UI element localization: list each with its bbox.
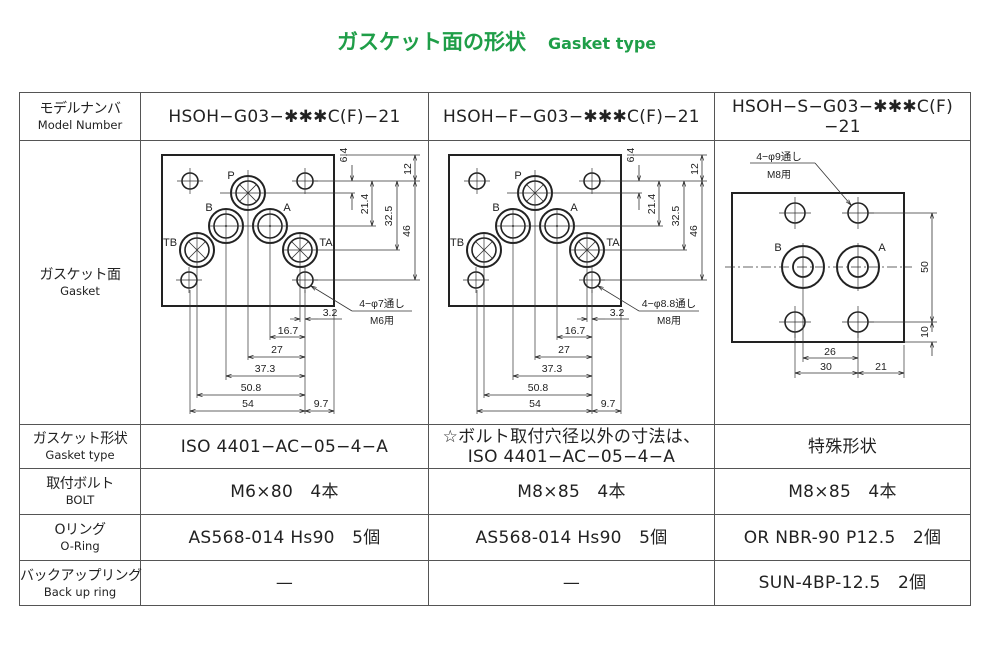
- backup-cell: —: [140, 560, 429, 606]
- gasket-drawing-cell: [714, 140, 971, 425]
- oring-cell: AS568-014 Hs90 5個: [428, 514, 715, 561]
- gasket-type-text: ISO 4401−AC−05−4−A: [467, 446, 676, 467]
- label-jp: バックアップリング: [20, 567, 142, 584]
- bolt-cell: M6×80 4本: [140, 468, 429, 515]
- label-jp: ガスケット面: [39, 267, 122, 283]
- backup-cell: —: [428, 560, 715, 606]
- label-en: Model Number: [37, 118, 123, 132]
- oring-cell: AS568-014 Hs90 5個: [140, 514, 429, 561]
- title-jp: ガスケット面の形状: [337, 30, 526, 54]
- oring-cell: OR NBR-90 P12.5 2個: [714, 514, 971, 561]
- label-en: Gasket: [60, 284, 100, 298]
- label-jp: Oリング: [54, 522, 106, 538]
- label-en: O-Ring: [60, 539, 100, 553]
- gasket-type-text: ISO 4401−AC−05−4−A: [180, 436, 389, 457]
- gasket-type-cell: ☆ボルト取付穴径以外の寸法は、ISO 4401−AC−05−4−A: [428, 424, 715, 469]
- model-cell: HSOH−F−G03−✱✱✱C(F)−21: [428, 92, 715, 141]
- gasket-type-cell: ISO 4401−AC−05−4−A: [140, 424, 429, 469]
- title-en: Gasket type: [548, 34, 657, 53]
- page-title: ガスケット面の形状 Gasket type: [337, 26, 656, 56]
- label-jp: ガスケット形状: [32, 431, 128, 447]
- label-en: BOLT: [65, 493, 95, 507]
- label-en: Gasket type: [45, 448, 115, 462]
- label-jp: 取付ボルト: [46, 476, 114, 492]
- backup-cell: SUN-4BP-12.5 2個: [714, 560, 971, 606]
- gasket-drawing-cell: [428, 140, 715, 425]
- model-cell: HSOH−S−G03−✱✱✱C(F)−21: [714, 92, 971, 141]
- label-jp: モデルナンバ: [39, 101, 122, 117]
- gasket-type-text: ☆ボルト取付穴径以外の寸法は、: [442, 426, 701, 447]
- gasket-type-cell: 特殊形状: [714, 424, 971, 469]
- bolt-cell: M8×85 4本: [428, 468, 715, 515]
- label-en: Back up ring: [43, 584, 117, 599]
- gasket-drawing-cell: [140, 140, 429, 425]
- gasket-type-text: 特殊形状: [807, 436, 878, 457]
- model-cell: HSOH−G03−✱✱✱C(F)−21: [140, 92, 429, 141]
- bolt-cell: M8×85 4本: [714, 468, 971, 515]
